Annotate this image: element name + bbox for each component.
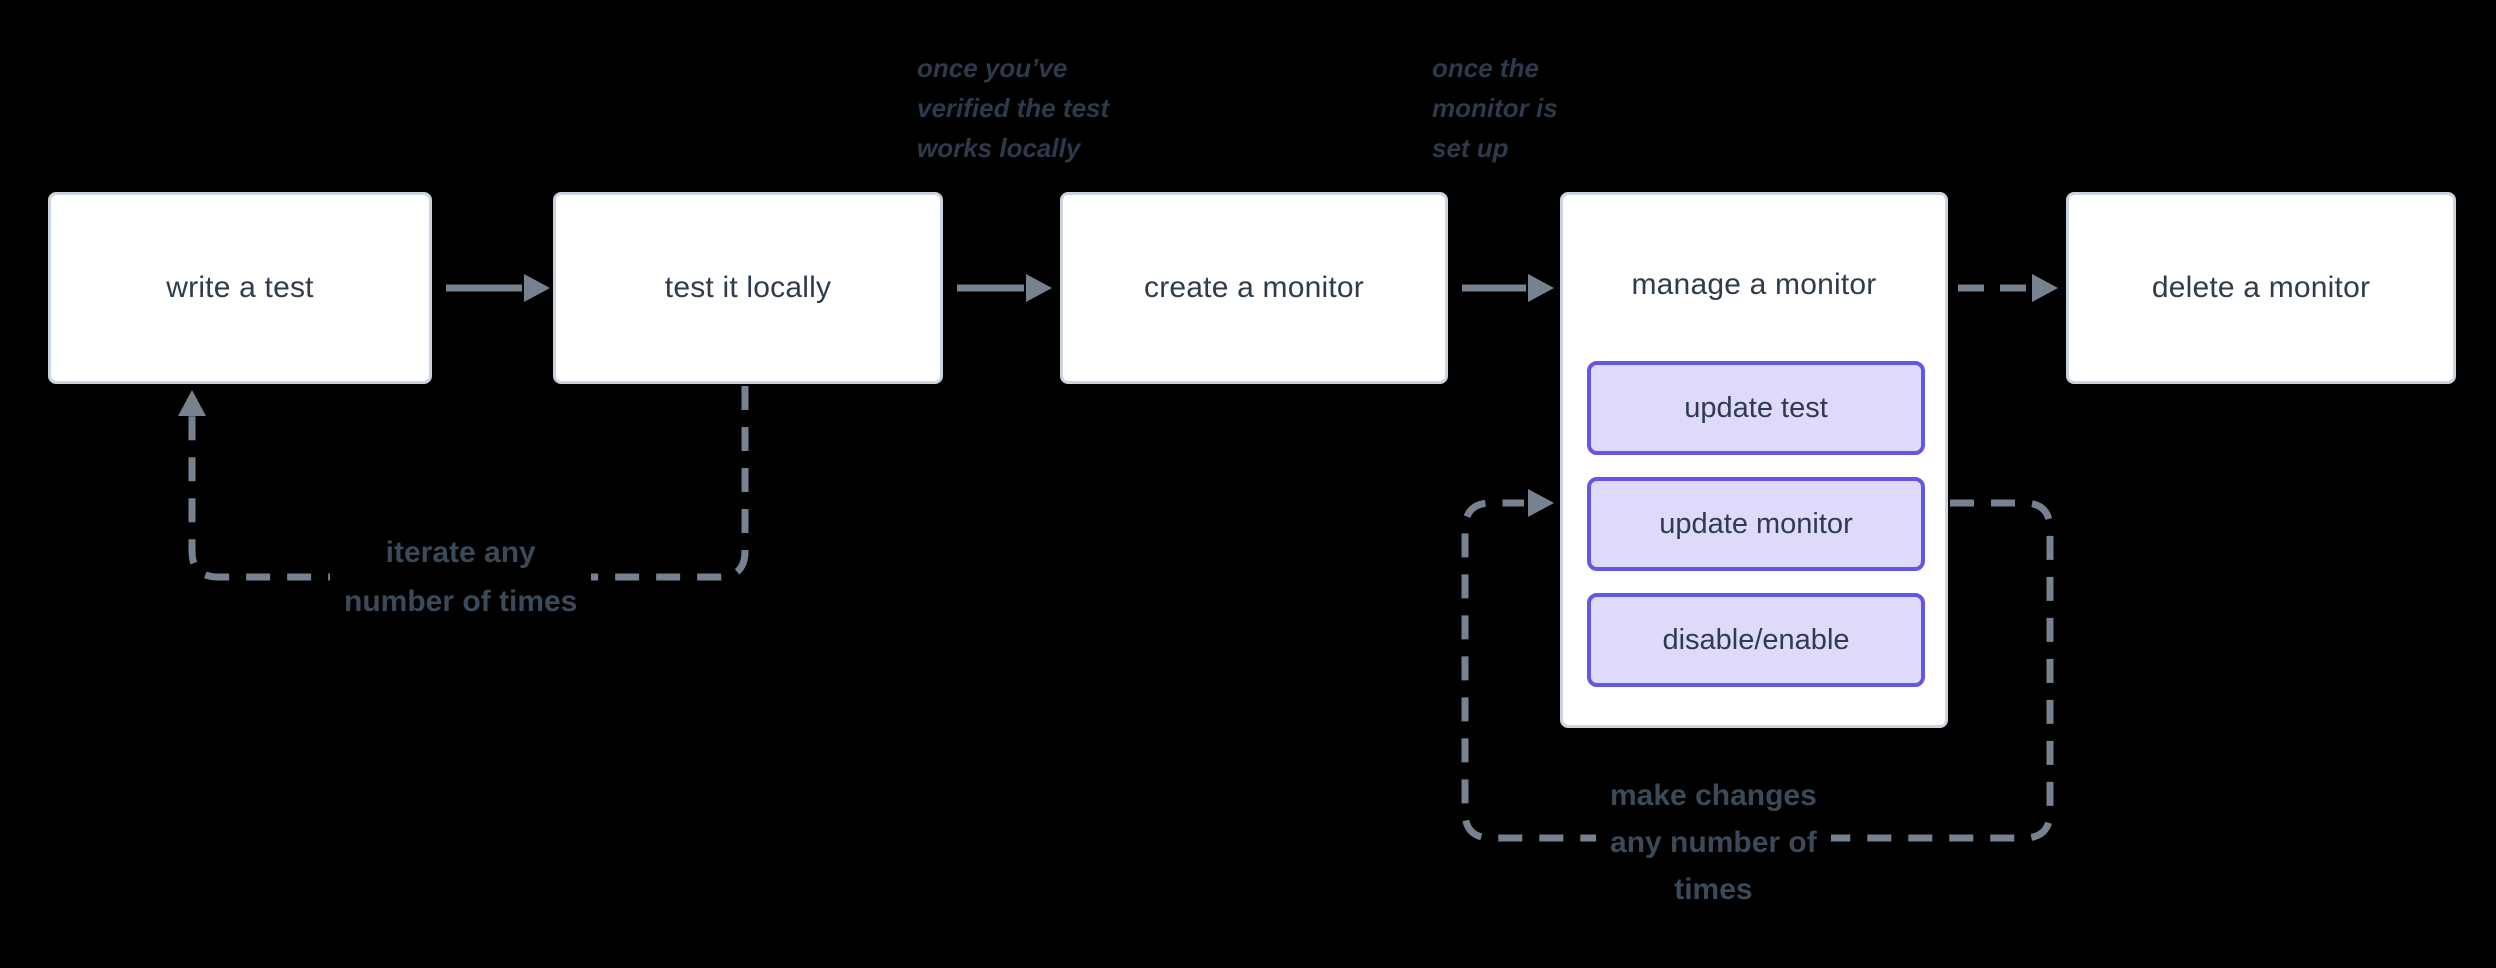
make-changes-loop-label: make changes any number of times [1596,770,1831,915]
node-test-it-locally: test it locally [553,192,943,384]
node-label: create a monitor [1144,271,1364,304]
arrow-create-to-manage-icon [1462,274,1554,302]
loop-label-line: number of times [344,585,578,618]
annotation-line: works locally [917,133,1081,163]
loop-label-line: times [1674,873,1753,906]
node-create-a-monitor: create a monitor [1060,192,1448,384]
annotation-line: set up [1432,133,1509,163]
node-label: delete a monitor [2151,271,2371,304]
arrow-manage-to-delete-icon [1958,274,2058,302]
arrow-test-to-create-icon [957,274,1052,302]
loop-label-line: make changes [1610,779,1817,812]
annotation-line: once the [1432,53,1539,83]
node-label: test it locally [664,271,832,304]
annotation-once-verified: once you’ve verified the test works loca… [917,48,1109,168]
annotation-line: verified the test [917,93,1110,123]
subnode-label: update monitor [1659,507,1853,540]
iterate-loop-label: iterate any number of times [330,526,592,628]
annotation-line: once you’ve [917,53,1068,83]
node-label: manage a monitor [1631,268,1877,301]
subnode-update-monitor: update monitor [1587,477,1925,571]
annotation-line: monitor is [1432,93,1558,123]
subnode-disable-enable: disable/enable [1587,593,1925,687]
node-delete-a-monitor: delete a monitor [2066,192,2456,384]
loop-label-line: any number of [1610,826,1817,859]
node-manage-a-monitor: manage a monitor update test update moni… [1560,192,1948,728]
loop-label-line: iterate any [385,536,536,569]
node-label: write a test [166,271,314,304]
subnode-label: disable/enable [1662,623,1850,656]
subnode-update-test: update test [1587,361,1925,455]
annotation-once-set-up: once the monitor is set up [1432,48,1558,168]
node-write-a-test: write a test [48,192,432,384]
arrow-write-to-test-icon [446,274,550,302]
subnode-label: update test [1684,391,1828,424]
